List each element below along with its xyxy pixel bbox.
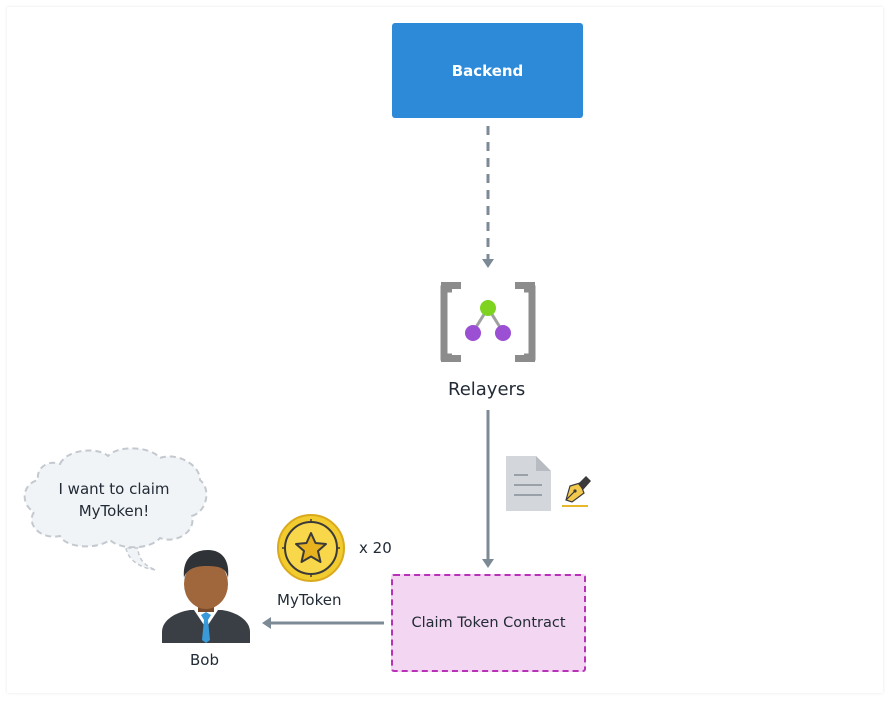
businessman-avatar-icon: [162, 550, 250, 643]
claim-token-contract-node: Claim Token Contract: [391, 574, 586, 672]
backend-label: Backend: [451, 61, 524, 80]
edge-contract-to-bob: [262, 617, 384, 629]
contract-label: Claim Token Contract: [411, 615, 566, 631]
token-amount-label: x 20: [359, 539, 392, 557]
thought-bubble: [23, 447, 208, 571]
relayer-network-icon: [440, 282, 536, 362]
document-icon: [506, 456, 551, 511]
thought-line-1: I want to claim: [58, 480, 170, 498]
fountain-pen-icon: [562, 476, 591, 507]
relayers-label: Relayers: [448, 379, 526, 400]
backend-node: Backend: [392, 23, 583, 118]
token-label: MyToken: [277, 591, 342, 609]
bob-label: Bob: [190, 651, 219, 669]
thought-text: I want to claim MyToken!: [36, 478, 192, 522]
gold-coin-star-icon: [277, 514, 345, 582]
edge-backend-to-relayers: [482, 126, 494, 268]
thought-line-2: MyToken!: [78, 502, 150, 520]
edge-relayers-to-contract: [482, 410, 494, 568]
